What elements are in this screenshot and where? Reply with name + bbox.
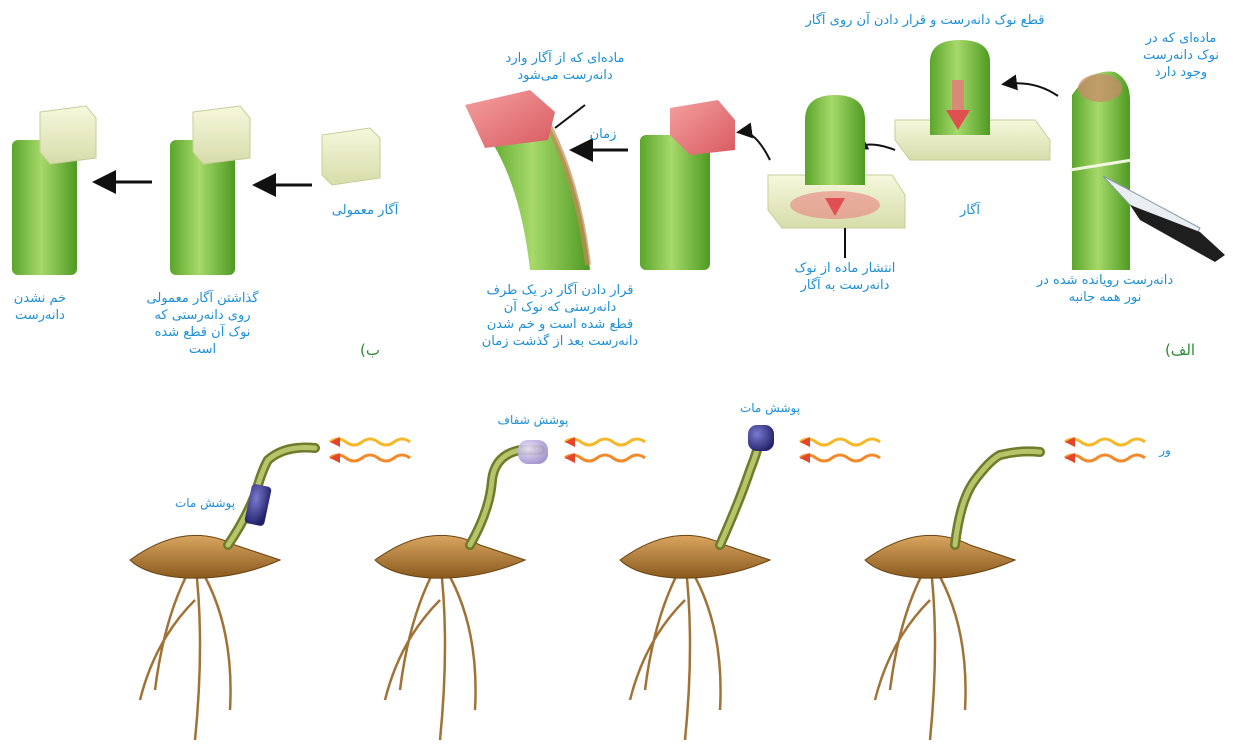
seedling-1-light-wave-2 [1065,455,1145,461]
unbent-coleoptile [12,106,96,275]
substance-pointer [555,105,585,128]
seedling-1-seed [865,535,1015,578]
intact-coleoptile [1070,71,1132,270]
seedling-4-light-wave-2 [330,455,410,461]
tip-diffusing-agar [768,95,905,228]
tip-on-agar [895,40,1050,160]
seedling-4-roots [140,560,231,740]
seedling-1-roots [875,560,966,740]
opaque-sleeve-label: پوشش مات [160,495,250,512]
diffusion-label: انتشار ماده از نوک دانه‌رست به آگار [760,260,930,294]
cut-stem-with-normal-agar [170,106,250,275]
normal-agar-block [322,128,380,185]
placing-normal-label: گذاشتن آگار معمولی روی دانه‌رستی که نوک … [120,290,285,358]
seedling-2-light-wave-1 [800,439,880,445]
light-label: ور [1150,442,1180,459]
no-bending-label: خم نشدن دانه‌رست [0,290,80,324]
section-label-alef: الف) [1150,342,1210,359]
seedling-2-roots [630,560,721,740]
seedling-1-light-wave-1 [1065,439,1145,445]
placing-agar-label: قرار دادن آگار در یک طرف دانه‌رستی که نو… [455,282,665,350]
arrow-tip-to-agar [1005,83,1058,96]
transparent-cap [518,440,548,464]
seedling-3-light-wave-1 [565,439,645,445]
time-label: زمان [578,126,628,143]
coleoptile-label: دانه‌رست رویانده شده در نور همه جانبه [1010,272,1200,306]
opaque-cap [748,425,774,451]
seedling-4-seed [130,535,280,578]
normal-agar-label: آگار معمولی [315,202,415,219]
substance-enters-label: ماده‌ای که از آگار وارد دانه‌رست می‌شود [475,50,655,84]
agar-label: آگار [940,202,1000,219]
seedling-3-light-wave-2 [565,455,645,461]
seedling-3-seed [375,535,525,578]
seedling-2-seed [620,535,770,578]
cut-stem-with-red-agar [640,100,735,270]
bent-coleoptile [465,90,590,270]
seedling-2-light-wave-2 [800,455,880,461]
seedling-3-roots [385,560,476,740]
tip-substance-label: ماده‌ای که در نوک دانه‌رست وجود دارد [1125,30,1237,81]
cut-tip-label: قطع نوک دانه‌رست و قرار دادن آن روی آگار [760,12,1090,29]
arrow-red-block-to-stem [740,132,770,160]
seedling-4-light-wave-1 [330,439,410,445]
seedling-3-stem [470,450,540,545]
transparent-cap-label: پوشش شفاف [488,412,578,429]
section-label-be: ب) [345,342,395,359]
opaque-cap-label: پوشش مات [725,400,815,417]
